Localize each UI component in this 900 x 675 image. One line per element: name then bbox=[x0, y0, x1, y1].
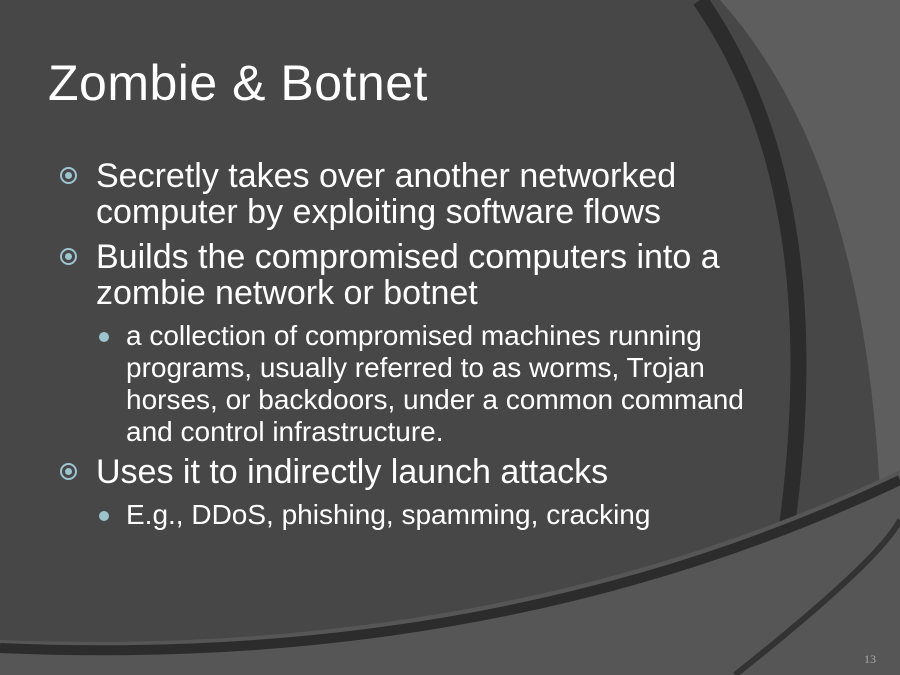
sub-bullet-item: E.g., DDoS, phishing, spamming, cracking bbox=[99, 499, 788, 531]
bullet-text: Builds the compromised computers into a … bbox=[96, 238, 720, 312]
bullet-item: Uses it to indirectly launch attacks bbox=[58, 454, 788, 490]
dot-bullet-icon bbox=[99, 332, 109, 342]
ring-bullet-icon bbox=[60, 167, 77, 184]
ring-bullet-icon bbox=[60, 248, 77, 265]
ring-bullet-icon bbox=[60, 463, 77, 480]
bullet-item: Secretly takes over another networked co… bbox=[58, 158, 788, 230]
dot-bullet-icon bbox=[99, 511, 109, 521]
bullet-text: Uses it to indirectly launch attacks bbox=[96, 453, 609, 491]
sub-bullet-text: a collection of compromised machines run… bbox=[126, 320, 744, 447]
slide-title: Zombie & Botnet bbox=[48, 55, 428, 111]
bullet-text: Secretly takes over another networked co… bbox=[96, 157, 677, 231]
bullet-list: Secretly takes over another networked co… bbox=[58, 158, 788, 537]
page-number: 13 bbox=[864, 652, 876, 666]
sub-bullet-item: a collection of compromised machines run… bbox=[99, 320, 788, 448]
sub-bullet-text: E.g., DDoS, phishing, spamming, cracking bbox=[126, 499, 651, 530]
bullet-item: Builds the compromised computers into a … bbox=[58, 239, 788, 311]
